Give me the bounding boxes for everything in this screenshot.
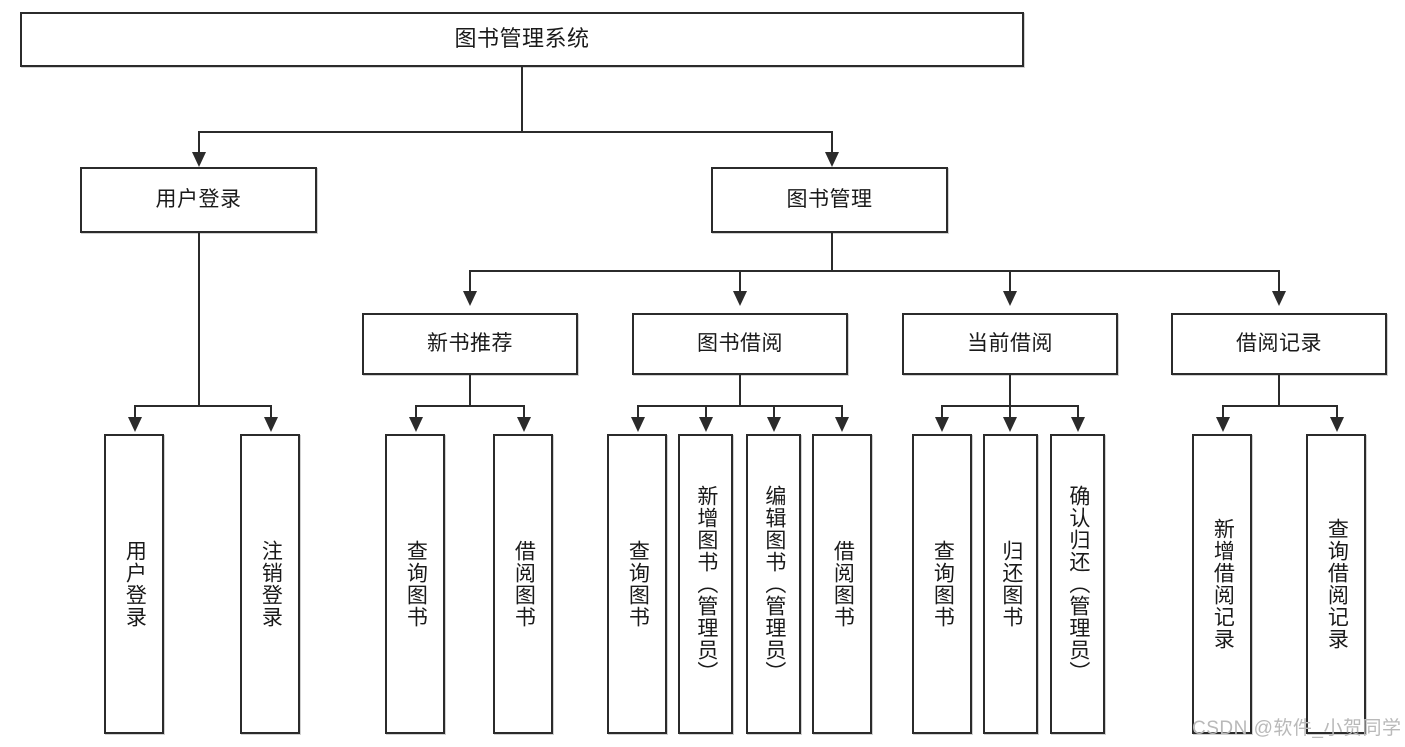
arrowhead-leaf-logout (264, 417, 278, 432)
connector-drop-leaf-return-book (1009, 405, 1011, 419)
node-label: 确认归还（管理员） (1066, 485, 1090, 683)
connector-level2-bus (198, 131, 833, 133)
leaf-query-book-borrow[interactable]: 查询图书 (607, 434, 667, 734)
node-label: 注销登录 (259, 540, 283, 628)
connector-drop-leaf-query-book-2 (637, 405, 639, 419)
connector-drop-leaf-confirm-return (1077, 405, 1079, 419)
arrowhead-borrow-record (1272, 291, 1286, 306)
connector-drop-leaf-query-book-1 (415, 405, 417, 419)
node-label: 归还图书 (999, 540, 1023, 628)
node-label: 当前借阅 (967, 332, 1053, 356)
connector-book-management-stem (831, 233, 833, 271)
arrowhead-leaf-borrow-book-2 (835, 417, 849, 432)
node-current-borrow[interactable]: 当前借阅 (902, 313, 1118, 375)
connector-user-login-leaf-bus (134, 405, 270, 407)
arrowhead-leaf-return-book (1003, 417, 1017, 432)
connector-drop-book-management (831, 131, 833, 155)
connector-drop-new-book-recommend (469, 270, 471, 294)
connector-borrow-record-leaf-bus (1222, 405, 1336, 407)
node-borrow-record[interactable]: 借阅记录 (1171, 313, 1387, 375)
arrowhead-book-management (825, 152, 839, 167)
node-user-login[interactable]: 用户登录 (80, 167, 317, 233)
arrowhead-leaf-add-record (1216, 417, 1230, 432)
connector-drop-leaf-query-record (1336, 405, 1338, 419)
connector-drop-leaf-add-book (705, 405, 707, 419)
node-label: 查询图书 (931, 540, 955, 628)
connector-drop-borrow-record (1278, 270, 1280, 294)
leaf-query-borrow-record[interactable]: 查询借阅记录 (1306, 434, 1366, 734)
arrowhead-leaf-query-book-1 (409, 417, 423, 432)
arrowhead-leaf-edit-book (767, 417, 781, 432)
leaf-confirm-return[interactable]: 确认归还（管理员） (1050, 434, 1105, 734)
connector-borrow-record-stem (1278, 375, 1280, 405)
arrowhead-current-borrow (1003, 291, 1017, 306)
node-label: 图书管理系统 (454, 26, 590, 52)
arrowhead-leaf-query-record (1330, 417, 1344, 432)
node-label: 编辑图书（管理员） (762, 485, 786, 683)
arrowhead-leaf-borrow-book-1 (517, 417, 531, 432)
node-label: 借阅图书 (512, 540, 536, 628)
node-label: 查询图书 (404, 540, 428, 628)
node-label: 新增图书（管理员） (694, 485, 718, 683)
arrowhead-leaf-add-book (699, 417, 713, 432)
node-label: 查询图书 (626, 540, 650, 628)
connector-drop-user-login (198, 131, 200, 155)
connector-drop-leaf-borrow-book-1 (523, 405, 525, 419)
connector-drop-leaf-add-record (1222, 405, 1224, 419)
connector-root-stem (521, 67, 523, 131)
arrowhead-leaf-query-book-3 (935, 417, 949, 432)
leaf-add-borrow-record[interactable]: 新增借阅记录 (1192, 434, 1252, 734)
node-new-book-recommend[interactable]: 新书推荐 (362, 313, 578, 375)
connector-level3-bus (469, 270, 1280, 272)
connector-drop-leaf-edit-book (773, 405, 775, 419)
node-label: 查询借阅记录 (1325, 518, 1349, 650)
connector-book-borrow-leaf-bus (637, 405, 843, 407)
arrowhead-new-book-recommend (463, 291, 477, 306)
node-book-borrow[interactable]: 图书借阅 (632, 313, 848, 375)
leaf-borrow-book[interactable]: 借阅图书 (812, 434, 872, 734)
arrowhead-user-login (192, 152, 206, 167)
node-label: 图书管理 (786, 188, 873, 212)
leaf-edit-book[interactable]: 编辑图书（管理员） (746, 434, 801, 734)
connector-drop-leaf-query-book-3 (941, 405, 943, 419)
arrowhead-leaf-query-book-2 (631, 417, 645, 432)
connector-new-book-recommend-leaf-bus (415, 405, 524, 407)
connector-drop-leaf-logout (270, 405, 272, 419)
connector-drop-current-borrow (1009, 270, 1011, 294)
node-label: 用户登录 (123, 540, 147, 628)
leaf-logout[interactable]: 注销登录 (240, 434, 300, 734)
leaf-query-book-recommend[interactable]: 查询图书 (385, 434, 445, 734)
leaf-return-book[interactable]: 归还图书 (983, 434, 1038, 734)
connector-new-book-recommend-stem (469, 375, 471, 405)
connector-book-borrow-stem (739, 375, 741, 405)
connector-drop-leaf-user-login (134, 405, 136, 419)
leaf-borrow-book-recommend[interactable]: 借阅图书 (493, 434, 553, 734)
leaf-add-book[interactable]: 新增图书（管理员） (678, 434, 733, 734)
node-label: 借阅记录 (1236, 332, 1322, 356)
node-label: 用户登录 (155, 188, 242, 212)
node-label: 新增借阅记录 (1211, 518, 1235, 650)
connector-user-login-stem (198, 233, 200, 405)
arrowhead-leaf-confirm-return (1071, 417, 1085, 432)
leaf-query-book-current[interactable]: 查询图书 (912, 434, 972, 734)
connector-current-borrow-stem (1009, 375, 1011, 405)
connector-drop-leaf-borrow-book-2 (841, 405, 843, 419)
leaf-user-login[interactable]: 用户登录 (104, 434, 164, 734)
connector-drop-book-borrow (739, 270, 741, 294)
node-label: 新书推荐 (427, 332, 513, 356)
arrowhead-leaf-user-login (128, 417, 142, 432)
arrowhead-book-borrow (733, 291, 747, 306)
node-book-management[interactable]: 图书管理 (711, 167, 948, 233)
node-label: 图书借阅 (697, 332, 783, 356)
node-root-book-management-system[interactable]: 图书管理系统 (20, 12, 1024, 67)
node-label: 借阅图书 (831, 540, 855, 628)
